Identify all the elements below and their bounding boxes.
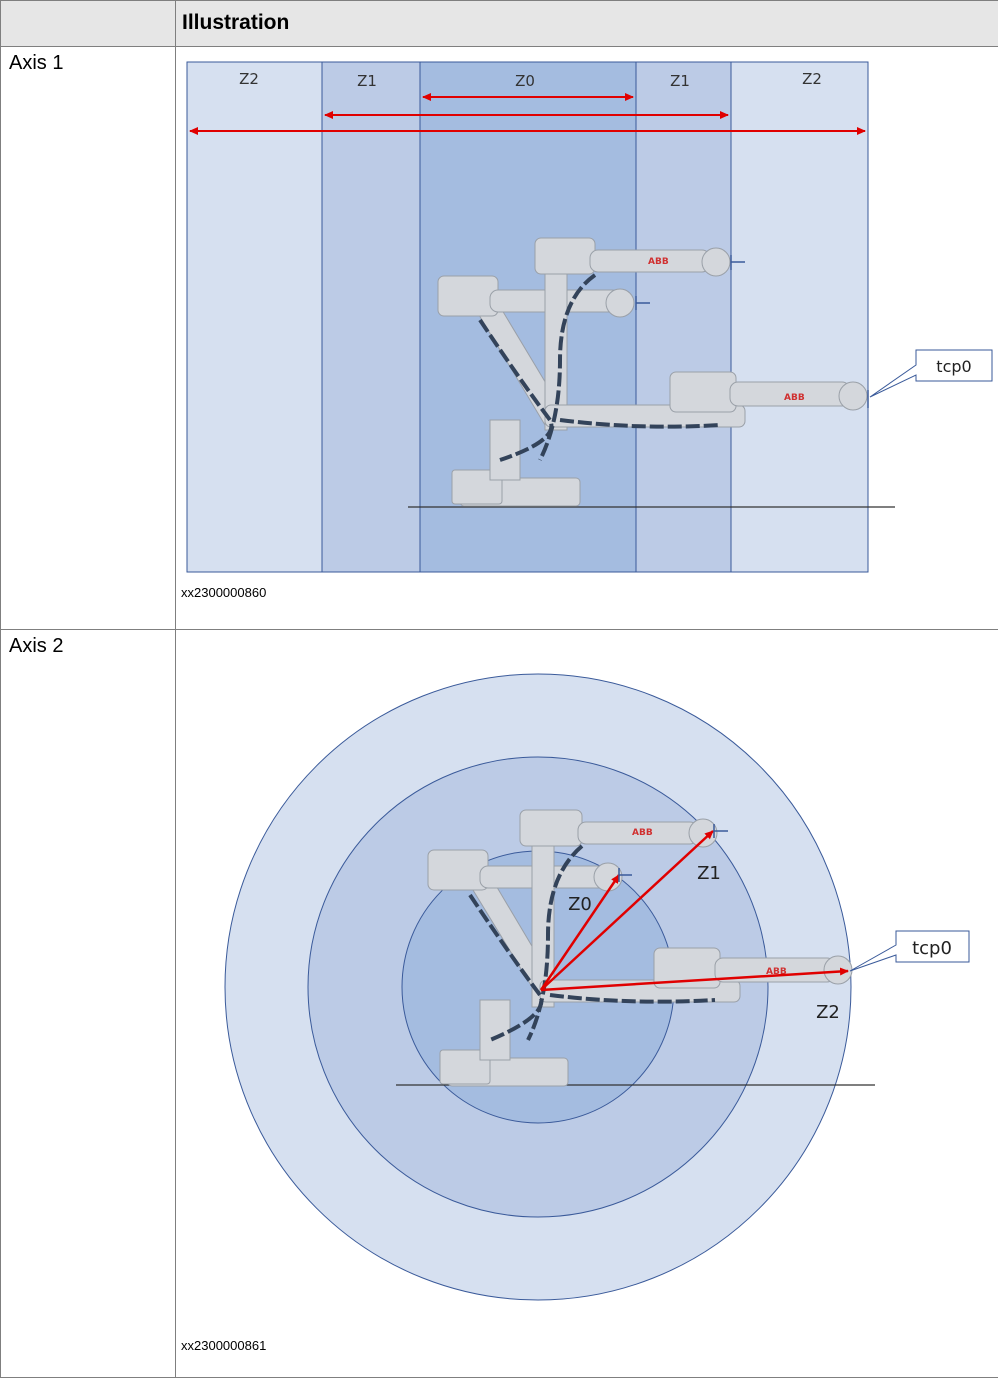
zone-label: Z1 xyxy=(670,72,690,90)
zone-z2-right xyxy=(731,62,868,572)
zone-label: Z2 xyxy=(239,70,259,88)
zone-z2-left xyxy=(187,62,322,572)
zone-z1-right xyxy=(636,62,731,572)
robot-brand-label: ABB xyxy=(632,828,653,838)
zone-label: Z0 xyxy=(568,894,592,915)
zone-z1-left xyxy=(322,62,420,572)
axis2-zone-figure: ABB ABB Z0 Z1 Z2 tcp0 xyxy=(0,630,998,1330)
figure-id-axis1: xx2300000860 xyxy=(181,585,266,600)
zone-label: Z0 xyxy=(515,72,535,90)
robot-brand-label: ABB xyxy=(784,393,805,403)
axis1-zone-figure: Z2 Z1 Z0 Z1 Z2 ABB ABB tcp0 xyxy=(0,0,998,640)
zone-label: Z2 xyxy=(802,70,822,88)
tcp0-callout xyxy=(870,350,992,397)
zone-label: Z2 xyxy=(816,1002,840,1023)
figure-id-axis2: xx2300000861 xyxy=(181,1338,266,1353)
robot-brand-label: ABB xyxy=(648,257,669,267)
tcp0-label: tcp0 xyxy=(912,938,952,959)
zone-label: Z1 xyxy=(697,863,721,884)
tcp0-label: tcp0 xyxy=(936,357,971,376)
zone-label: Z1 xyxy=(357,72,377,90)
